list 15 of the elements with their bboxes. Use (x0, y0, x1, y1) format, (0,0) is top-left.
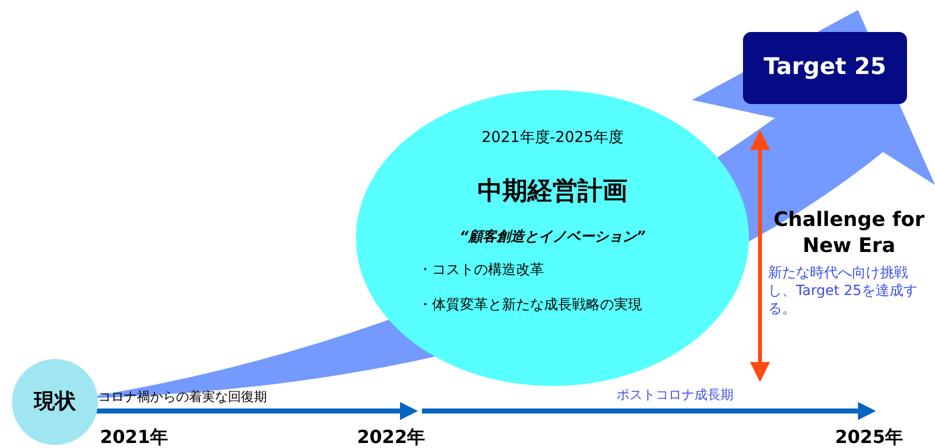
year-label: 2021年 (100, 426, 170, 448)
challenge-note: 新たな時代へ向け挑戦し、Target 25を達成する。 (768, 264, 918, 319)
plan-bullet: ・コストの構造改革 (418, 261, 545, 279)
year-label: 2025年 (835, 426, 904, 448)
target-label: Target 25 (762, 54, 888, 80)
plan-bullet: ・体質変革と新たな成長戦略の実現 (418, 296, 643, 314)
target-box (743, 32, 907, 104)
period-label: コロナ禍からの着実な回復期 (98, 390, 268, 407)
period-label: 2021年度-2025年度 (480, 128, 624, 147)
challenge-heading: Challenge for New Era (772, 206, 926, 258)
year-label: 2022年 (357, 426, 426, 448)
plan-title: 中期経営計画 (476, 175, 628, 207)
status-label: 現状 (32, 388, 77, 415)
plan-slogan: “顧客創造とイノベーション” (458, 228, 647, 246)
period-label: ポストコロナ成長期 (616, 388, 734, 405)
